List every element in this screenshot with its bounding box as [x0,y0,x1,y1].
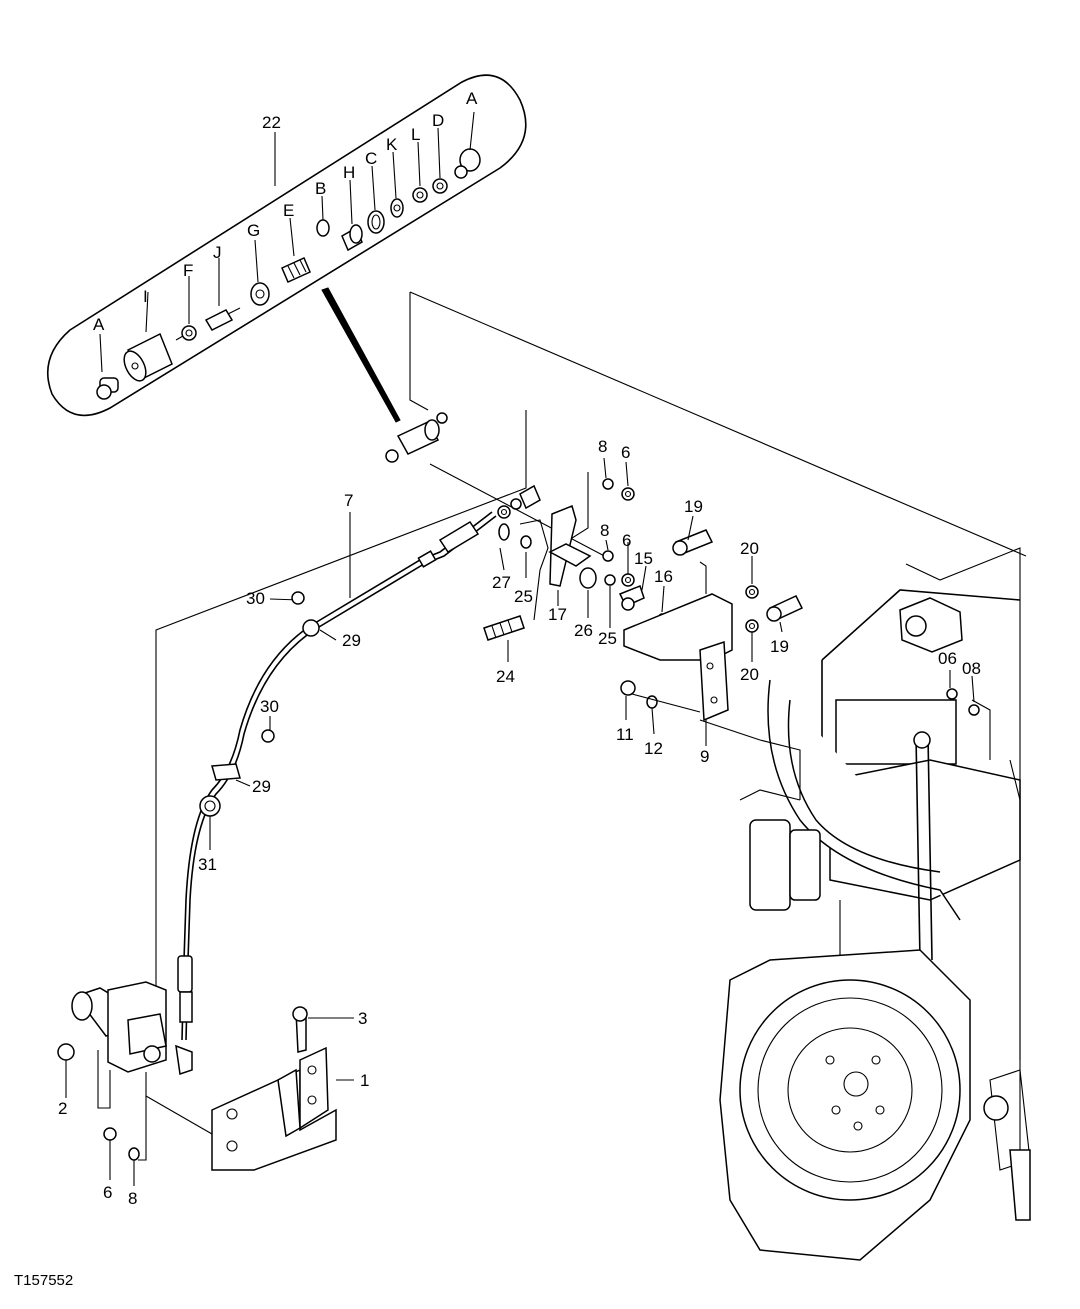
cable-end-assembly [385,291,1027,557]
callout-C: C [365,149,377,168]
callout-J: J [213,243,222,262]
kit-part-A-right [454,111,481,179]
callout-16: 16 [654,567,673,586]
frame-outline-left [155,410,527,1000]
bolt-11 [620,680,636,696]
callout-24: 24 [496,667,515,686]
callout-6-top: 6 [621,443,630,462]
callout-20-top: 20 [740,539,759,558]
kit-part-E-spring [281,257,311,283]
callout-25-left: 25 [514,587,533,606]
part-callout-labels: 7 8 6 19 8 6 15 16 20 30 29 27 25 17 26 … [58,437,981,1208]
kit-part-G [250,282,270,306]
nut-6-bottom [103,1127,117,1141]
engine-sensor [899,597,963,653]
callout-1: 1 [360,1071,369,1090]
callout-9: 9 [700,747,709,766]
callout-22: 22 [262,113,281,132]
spring-24 [483,615,525,641]
bushing-26 [579,567,597,589]
kit-part-B [316,219,330,237]
callout-20-bottom: 20 [740,665,759,684]
callout-F: F [183,261,193,280]
callout-8-mid: 8 [600,521,609,540]
linkage-parts [483,472,804,741]
mounting-bracket-1 [211,1006,337,1171]
callout-29-bottom: 29 [252,777,271,796]
callout-30-top: 30 [246,589,265,608]
engine-head [835,699,957,765]
callout-2: 2 [58,1099,67,1118]
callout-26: 26 [574,621,593,640]
kit-part-L [412,187,428,203]
kit-part-C-ring [367,210,385,234]
callout-D: D [432,111,444,130]
kit-part-H [341,224,363,252]
callout-leaders [65,457,975,1186]
callout-I: I [143,287,148,306]
kit-callout-labels: 22 A I F J G E B H C K L D A [93,89,478,334]
callout-L: L [411,125,420,144]
callout-19-right: 19 [770,637,789,656]
callout-7: 7 [344,491,353,510]
kit-part-J-pin [204,307,241,331]
callout-H: H [343,163,355,182]
callout-31: 31 [198,855,217,874]
bolt-2 [57,1043,75,1061]
kit-part-A-left [96,377,119,400]
callout-12: 12 [644,739,663,758]
kit-part-K [390,198,404,218]
callout-27: 27 [492,573,511,592]
kit-part-F [175,325,197,341]
callout-G: G [247,221,260,240]
callout-06: 06 [938,649,957,668]
actuator-assembly [57,981,213,1161]
callout-B: B [315,179,326,198]
washer-8-bottom [128,1147,140,1161]
engine-filter [749,819,791,911]
engine-block [719,547,1031,1261]
leader-linkage [429,463,613,561]
callout-11: 11 [616,725,634,744]
callout-3: 3 [358,1009,367,1028]
callout-19-top: 19 [684,497,703,516]
kit-pointer [321,287,401,423]
callout-08: 08 [962,659,981,678]
throttle-cable [177,511,497,1041]
callout-25-right: 25 [598,629,617,648]
cable-threaded-end [438,520,480,554]
callout-6-mid: 6 [622,531,631,550]
callout-A-left: A [93,315,105,334]
callout-6-bottom: 6 [103,1183,112,1202]
kit-capsule [46,74,527,423]
callout-30-mid: 30 [260,697,279,716]
kit-part-D [432,178,448,194]
callout-15: 15 [634,549,653,568]
kit-part-I-cylinder [123,332,173,382]
callout-E: E [283,201,294,220]
callout-A-right: A [466,89,478,108]
callout-8-bottom: 8 [128,1189,137,1208]
callout-K: K [386,135,398,154]
figure-id: T157552 [14,1272,74,1289]
callout-17: 17 [548,605,567,624]
callout-29-top: 29 [342,631,361,650]
callout-8-top: 8 [598,437,607,456]
